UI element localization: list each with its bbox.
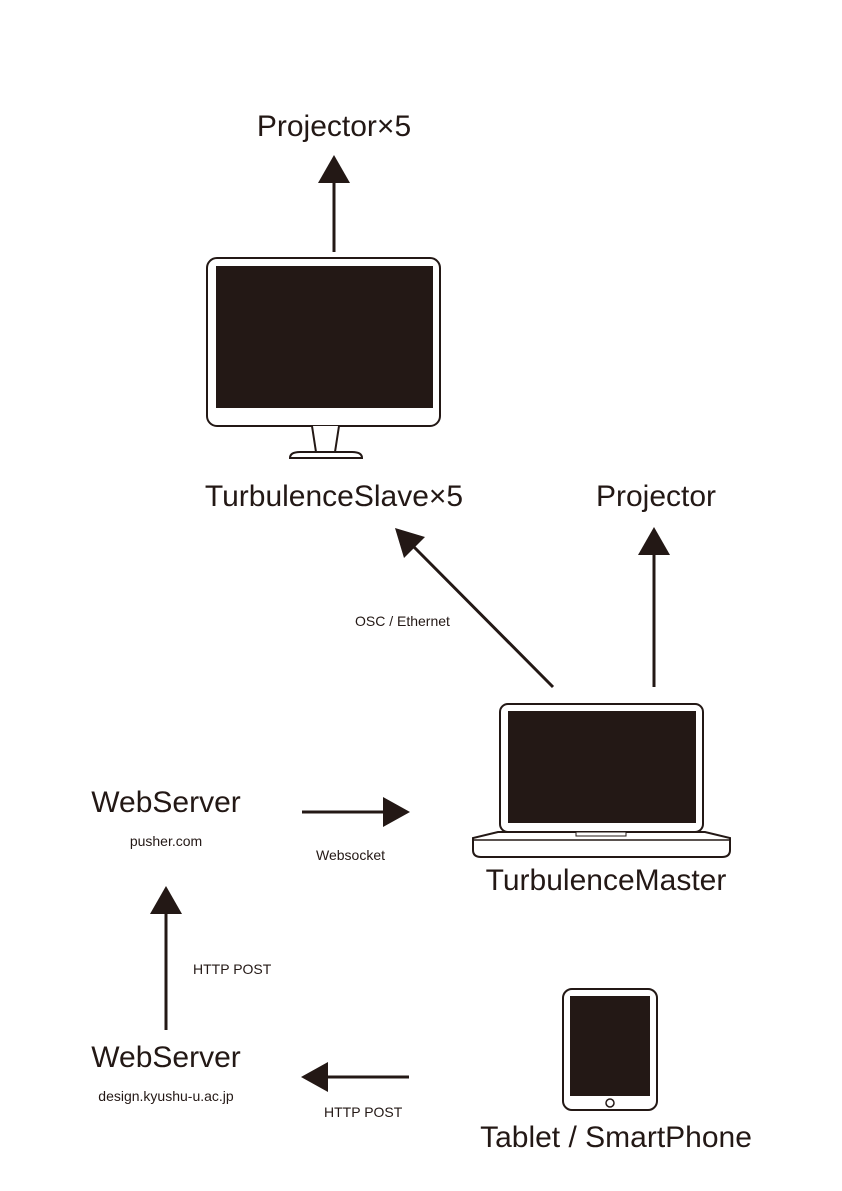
arrow-http-post-left <box>301 1062 409 1092</box>
webserver-design-label: WebServer <box>91 1041 241 1074</box>
laptop-icon <box>472 703 731 858</box>
slave-label: TurbulenceSlave×5 <box>204 480 464 513</box>
websocket-edge-label: Websocket <box>316 847 385 863</box>
webserver-pusher-label: WebServer <box>91 786 241 819</box>
projector-top-label: Projector×5 <box>256 110 412 143</box>
arrow-websocket <box>302 797 410 827</box>
arrow-to-projector-right <box>638 527 670 687</box>
projector-right-label: Projector <box>595 480 717 513</box>
osc-edge-label: OSC / Ethernet <box>355 613 450 629</box>
desktop-monitor-icon <box>206 257 441 459</box>
http-post-left-edge-label: HTTP POST <box>324 1104 403 1120</box>
tablet-icon <box>562 988 658 1111</box>
webserver-pusher-host: pusher.com <box>129 833 203 849</box>
arrow-to-projector-top <box>318 155 350 252</box>
arrow-to-slave <box>395 528 555 689</box>
arrow-http-post-up <box>150 886 182 1030</box>
master-label: TurbulenceMaster <box>485 864 727 897</box>
tablet-label: Tablet / SmartPhone <box>480 1121 752 1154</box>
http-post-up-edge-label: HTTP POST <box>193 961 272 977</box>
webserver-design-host: design.kyushu-u.ac.jp <box>98 1088 234 1104</box>
